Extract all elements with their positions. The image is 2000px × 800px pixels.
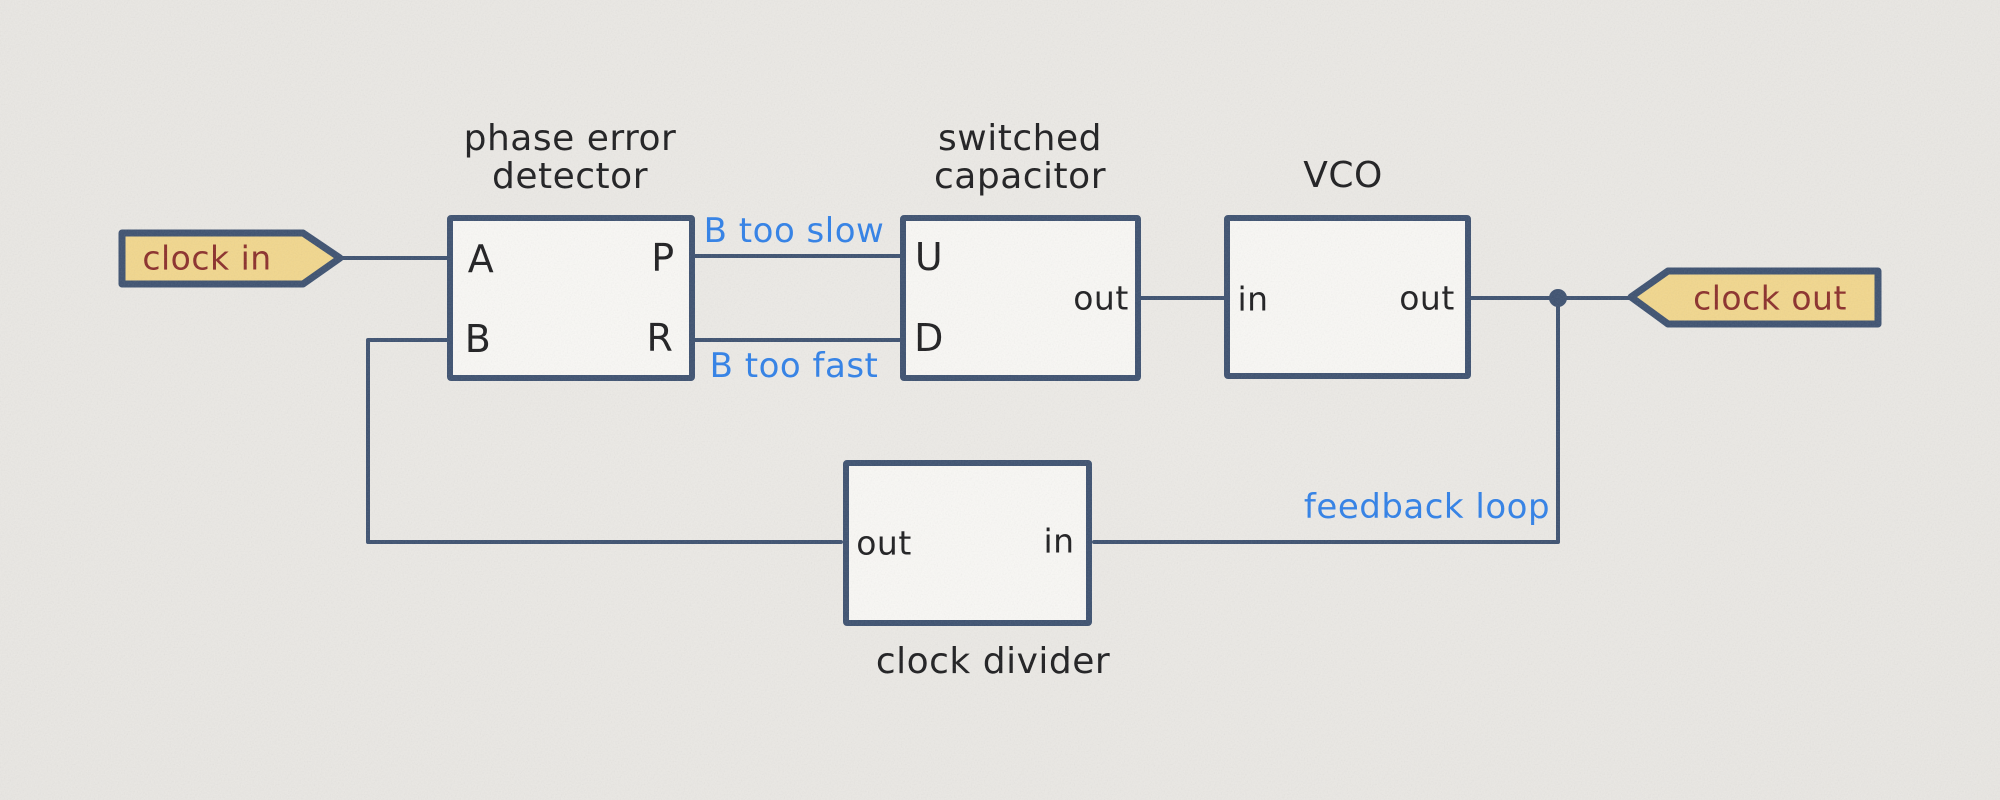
port-u-label: U — [914, 235, 944, 279]
port-sc-out-label: out — [1073, 278, 1129, 318]
port-vco-out-label: out — [1399, 278, 1455, 318]
clock-out-tag-label: clock out — [1693, 278, 1847, 318]
label-b-too-slow: B too slow — [703, 211, 885, 251]
port-b-label: B — [464, 317, 492, 361]
vco-title: VCO — [1303, 155, 1383, 196]
clock-in-tag-label: clock in — [142, 238, 272, 278]
junction-dot — [1549, 289, 1567, 307]
clock-divider-title: clock divider — [875, 641, 1111, 682]
switched-capacitor-title: switched capacitor — [933, 118, 1107, 197]
port-divider-out-label: out — [856, 523, 912, 563]
port-r-label: R — [646, 316, 674, 360]
label-feedback-loop: feedback loop — [1303, 487, 1551, 527]
port-vco-in-label: in — [1237, 279, 1269, 319]
label-b-too-fast: B too fast — [709, 346, 879, 386]
port-a-label: A — [467, 237, 495, 281]
port-p-label: P — [651, 236, 675, 280]
phase-error-detector-title: phase error detector — [463, 118, 677, 197]
port-divider-in-label: in — [1043, 521, 1075, 561]
port-d-label: D — [914, 316, 944, 360]
